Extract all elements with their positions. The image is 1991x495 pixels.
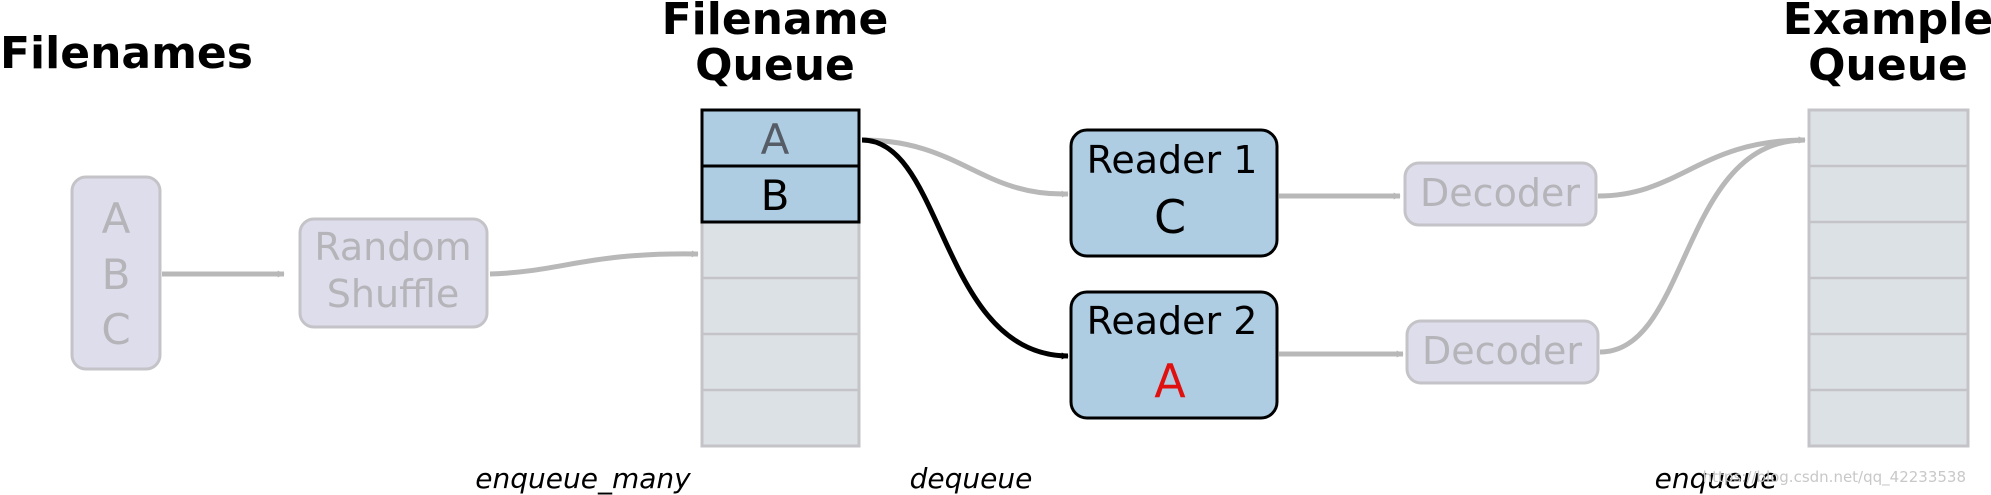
shuffle-label-line2: Shuffle (327, 272, 459, 316)
enqueue-label: enqueue (1655, 462, 1778, 495)
arrow-decoder-1-to-example-queue (1597, 136, 1806, 199)
random-shuffle-box: Random Shuffle (298, 217, 489, 329)
reader-2-label: Reader 2 (1087, 299, 1258, 343)
reader-1-box: Reader 1 C (1069, 128, 1279, 258)
decoder-1-label: Decoder (1420, 171, 1580, 215)
watermark: https://blog.csdn.net/qq_42233538 (1703, 468, 1966, 487)
decoder-2-label: Decoder (1422, 329, 1582, 373)
queue-item-b: B (761, 171, 790, 220)
arrow-dequeue-to-reader-2 (861, 137, 1069, 360)
queue-slot-b (700, 164, 861, 224)
arrow-decoder-2-to-example-queue (1599, 136, 1806, 355)
dequeue-label: dequeue (910, 462, 1033, 495)
queue-slot-a (700, 108, 861, 168)
filenames-box: A B C (70, 175, 162, 371)
queue-item-a: A (761, 115, 790, 164)
gray-arrows (162, 136, 1806, 358)
filename-item: A (102, 194, 131, 243)
example-queue-title-line2: Queue (1808, 40, 1968, 91)
reader-1-item: C (1154, 190, 1186, 244)
enqueue-many-label: enqueue_many (475, 462, 691, 495)
example-queue-title-line1: Example (1783, 0, 1991, 45)
shuffle-label-line1: Random (314, 225, 471, 269)
filenames-title: Filenames (0, 28, 253, 79)
arrow-shuffle-to-queue (489, 250, 699, 277)
filename-queue: A B (700, 108, 861, 448)
arrow-queue-to-reader-1 (861, 137, 1069, 198)
decoder-1-box: Decoder (1403, 161, 1598, 227)
filename-queue-title-line2: Queue (695, 40, 855, 91)
reader-2-item: A (1154, 354, 1186, 408)
example-queue (1807, 108, 1970, 448)
filename-queue-title-line1: Filename (662, 0, 889, 45)
reader-1-label: Reader 1 (1087, 138, 1258, 182)
decoder-2-box: Decoder (1405, 319, 1600, 385)
reader-2-box: Reader 2 A (1069, 290, 1279, 420)
filename-item: C (101, 305, 130, 354)
filename-item: B (102, 250, 131, 299)
